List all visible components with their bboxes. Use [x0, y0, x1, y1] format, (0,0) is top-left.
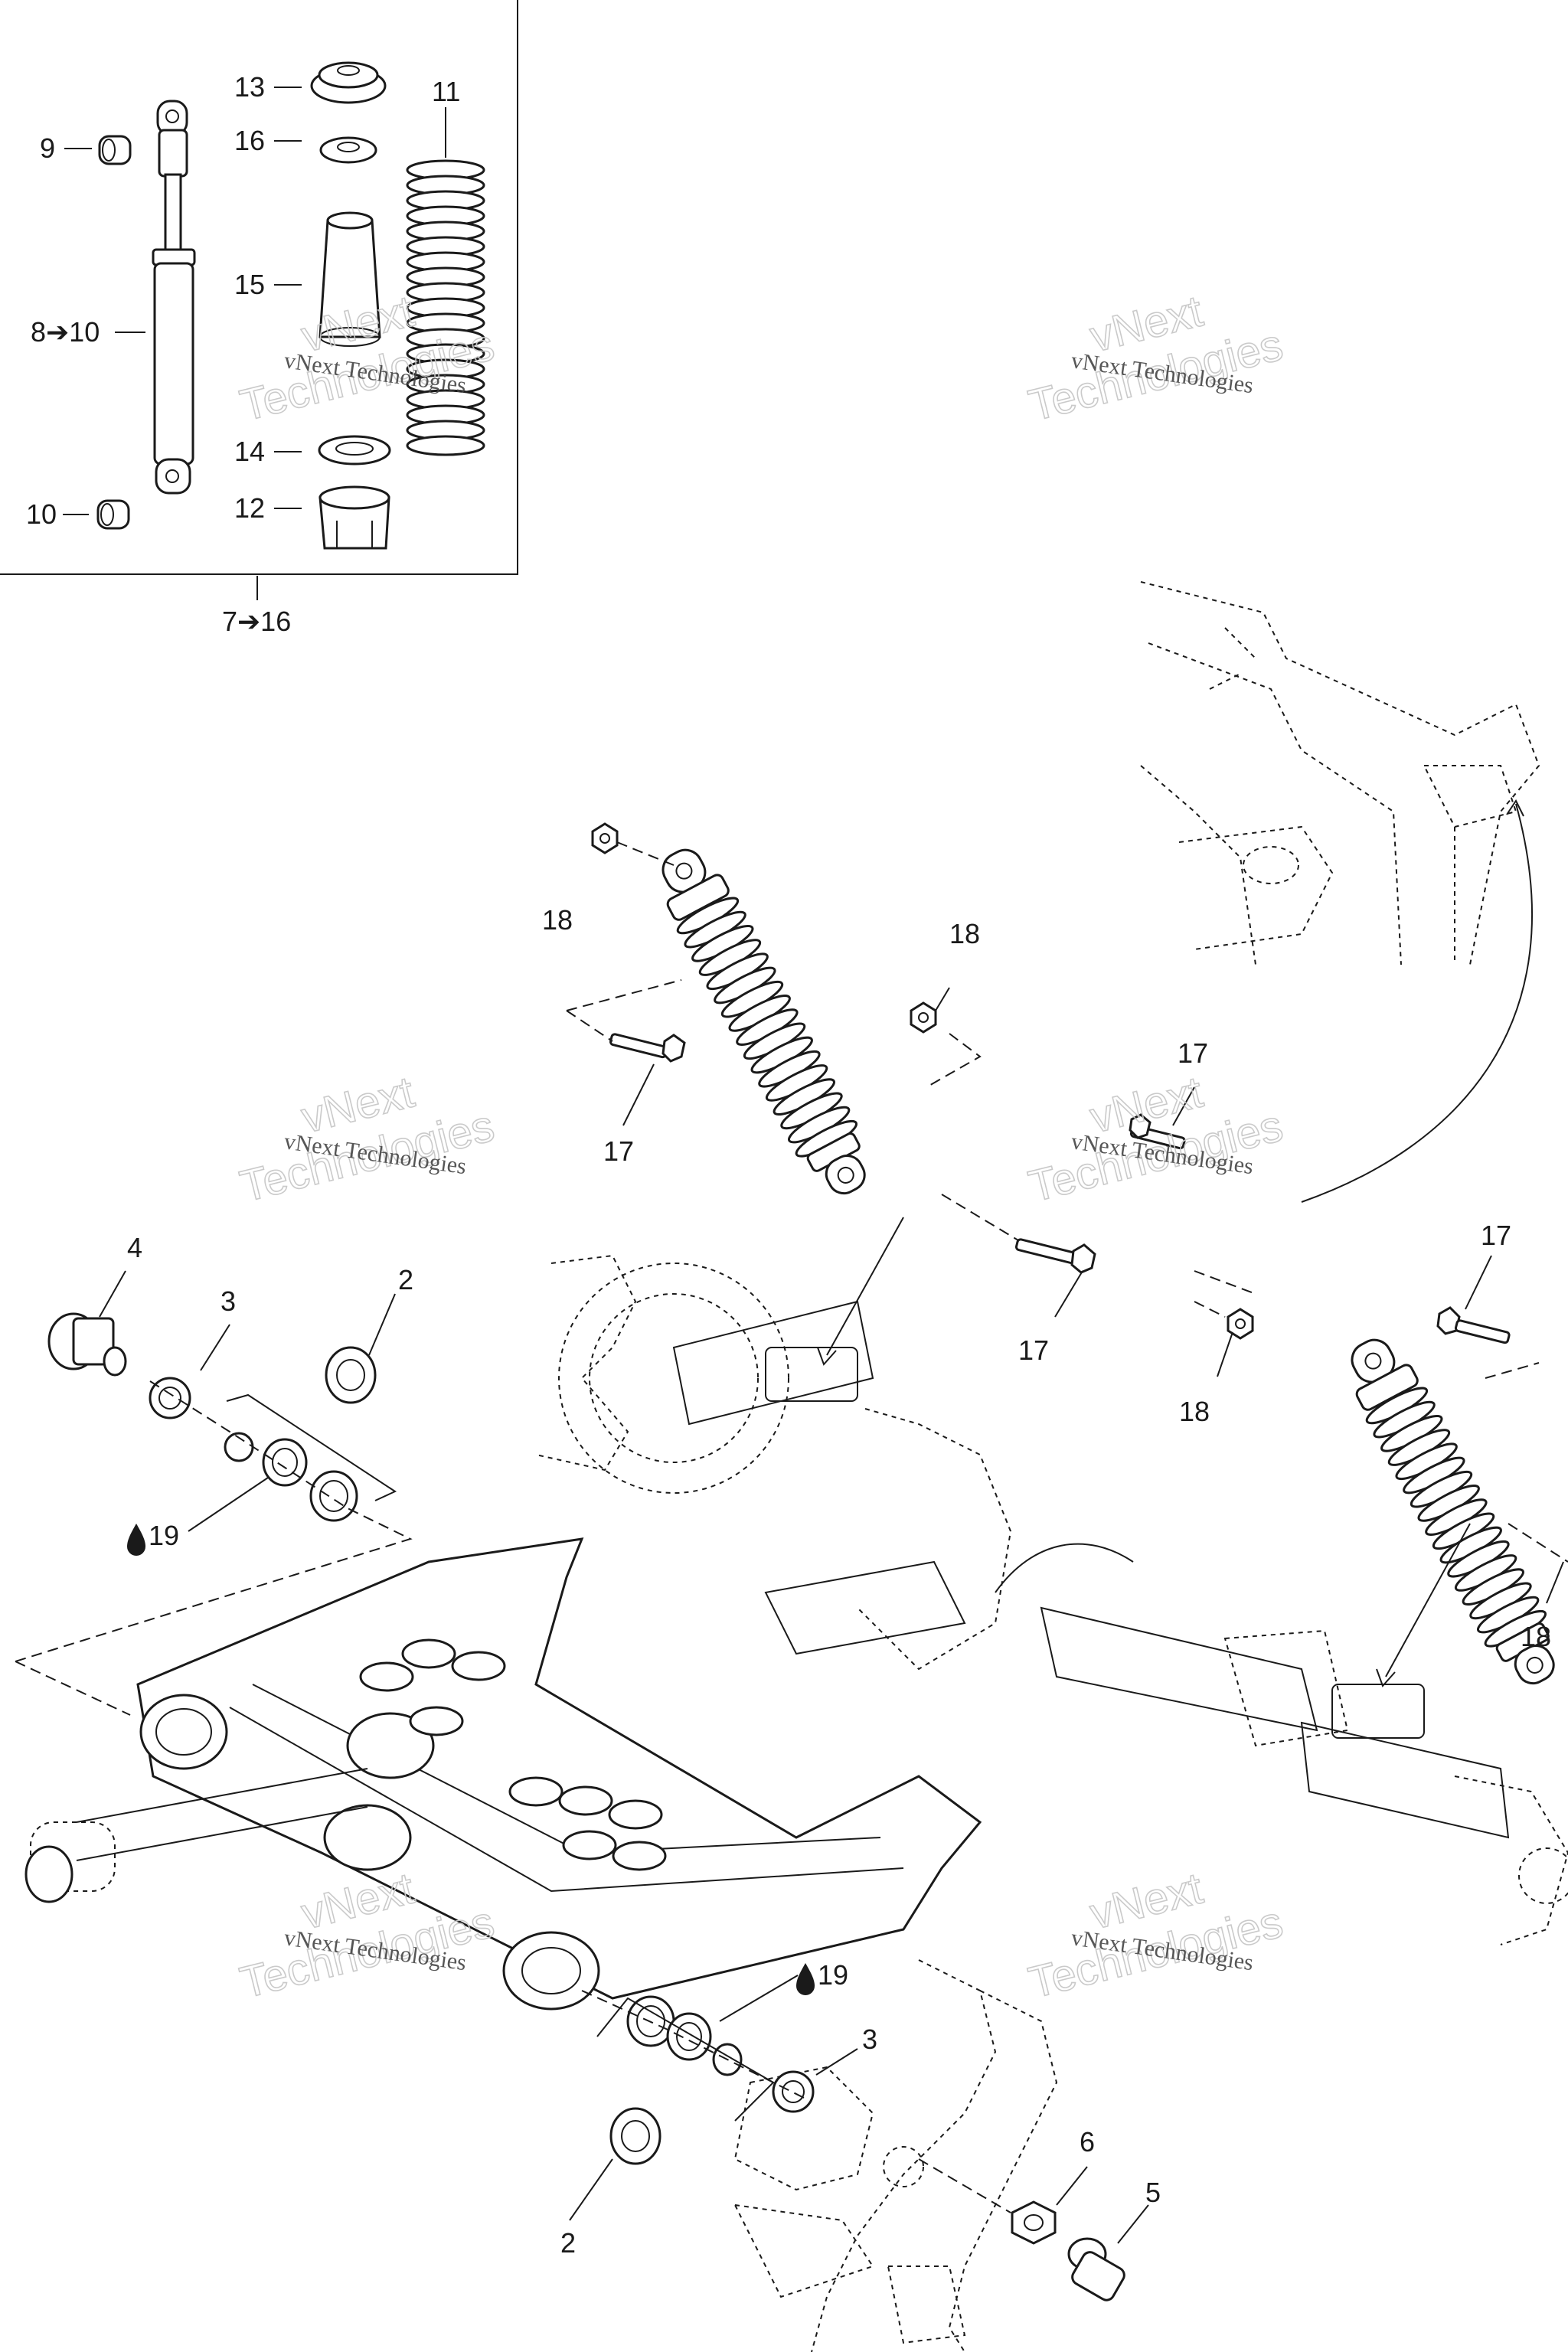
callout-3-upper: 3	[220, 1285, 236, 1317]
callout-19-upper-text: 19	[149, 1520, 179, 1551]
bushing-4	[47, 1312, 127, 1377]
seal-3-lower	[772, 2070, 815, 2113]
callout-8-10: 8➔10	[31, 316, 100, 348]
watermark-2: vNext Technologies vNext Technologies	[1024, 286, 1289, 432]
callout-19-lower: 19	[796, 1959, 848, 1995]
callout-18-left-top: 18	[542, 904, 573, 936]
bump-stop-boot-15	[318, 211, 381, 347]
retainer-collar-12	[318, 485, 390, 550]
callout-labels: 9 13 16 11 8➔10 15 14 12 10 7➔16 18 18 1…	[26, 71, 1551, 2259]
callout-18-right: 18	[1179, 1396, 1210, 1427]
callout-16: 16	[234, 125, 265, 156]
callout-15: 15	[234, 269, 265, 300]
needle-bearing-upper	[262, 1438, 308, 1487]
bearing-2-lower	[609, 2107, 662, 2165]
bolt-17-right-top	[1129, 1113, 1186, 1150]
swing-arm	[24, 1537, 982, 2011]
shock-components-inset	[0, 0, 518, 600]
callout-4: 4	[127, 1232, 142, 1263]
callout-19-upper: 19	[127, 1520, 179, 1556]
shock-absorber	[152, 100, 196, 495]
shock-assembly-right	[1129, 1113, 1568, 1687]
callout-10: 10	[26, 498, 57, 530]
bolt-5	[1067, 2237, 1125, 2301]
bolt-17-right	[1436, 1306, 1511, 1344]
seal-3-upper	[149, 1377, 191, 1419]
callout-18-right-lower: 18	[1521, 1621, 1551, 1652]
callout-9: 9	[40, 132, 55, 164]
bushing-9	[98, 135, 132, 165]
spring-cap-13	[310, 61, 387, 104]
callout-2-lower: 2	[560, 2227, 576, 2259]
callout-13: 13	[234, 71, 265, 103]
bolt-17-left-lower	[1014, 1238, 1096, 1274]
shock-assembly-left	[566, 822, 1096, 1366]
callout-6: 6	[1080, 2126, 1095, 2158]
callout-3-lower: 3	[862, 2024, 877, 2055]
coil-spring-11	[406, 159, 485, 456]
frame-detail-view	[1140, 581, 1540, 1203]
callout-19-lower-text: 19	[818, 1959, 848, 1991]
outer-race-upper	[309, 1470, 358, 1522]
callout-5: 5	[1145, 2177, 1161, 2208]
nut-18-left-top	[591, 822, 619, 854]
callout-17-right-top: 17	[1178, 1037, 1208, 1069]
leader-lines	[63, 87, 1564, 2244]
watermark-6: vNext Technologies vNext Technologies	[1024, 1863, 1289, 2009]
bearing-group-upper	[15, 1312, 413, 1716]
callout-14: 14	[234, 436, 265, 467]
lower-frame-bracket	[733, 1959, 1058, 2352]
watermark-4: vNext Technologies vNext Technologies	[1024, 1067, 1289, 1213]
oil-drop-icon	[127, 1524, 145, 1556]
bearing-2-upper	[325, 1346, 377, 1404]
nut-6	[1011, 2200, 1057, 2245]
oil-drop-icon	[796, 1963, 815, 1995]
nut-18-left-mid	[910, 1001, 937, 1034]
bearing-group-lower	[581, 1990, 815, 2165]
callout-7-16: 7➔16	[222, 606, 291, 637]
needle-bearing-lower	[666, 2012, 712, 2061]
callout-17-right: 17	[1481, 1220, 1511, 1251]
callout-18-left-mid: 18	[949, 918, 980, 949]
nut-18-right	[1227, 1308, 1254, 1340]
watermark-3: vNext Technologies vNext Technologies	[235, 1067, 500, 1213]
spring-seat-14	[318, 435, 391, 466]
callout-17-left-upper: 17	[603, 1135, 634, 1167]
callout-2-upper: 2	[398, 1264, 413, 1295]
washer-16	[319, 136, 377, 164]
callout-17-left-lower: 17	[1018, 1334, 1049, 1366]
rear-axle-assembly	[535, 1254, 1568, 1945]
callout-11: 11	[432, 76, 460, 107]
bolt-17-left-upper	[609, 1033, 686, 1063]
inset-border	[0, 0, 518, 575]
bushing-10	[96, 499, 130, 530]
callout-12: 12	[234, 492, 265, 524]
